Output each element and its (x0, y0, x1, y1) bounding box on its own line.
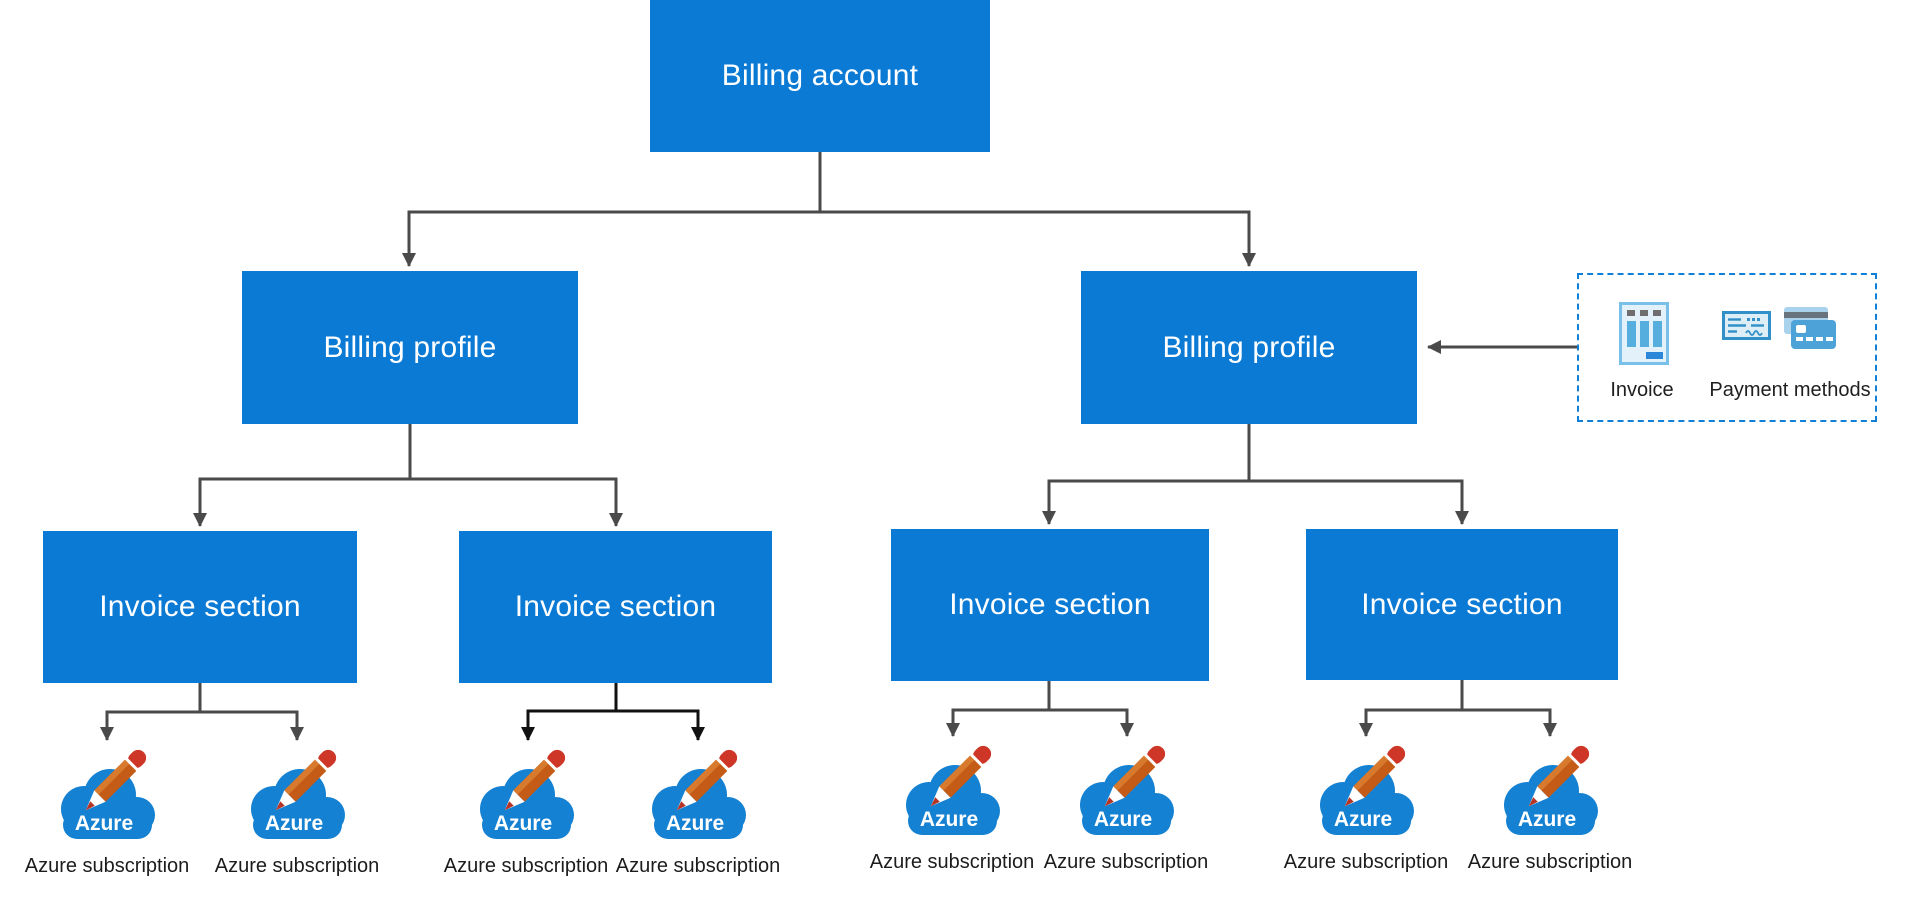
azure-subscription-label-3: Azure subscription (443, 855, 609, 877)
billing-profile-box-1: Billing profile (242, 271, 578, 424)
azure-logo-text: Azure (493, 812, 553, 835)
black-connectors (521, 683, 705, 741)
invoice-section-box-1: Invoice section (43, 531, 357, 683)
billing-profile-label: Billing profile (323, 330, 497, 364)
payment-methods-label: Payment methods (1709, 379, 1871, 401)
azure-logo-text: Azure (74, 812, 134, 835)
azure-logo-text: Azure (1333, 808, 1393, 831)
azure-logo-text: Azure (1093, 808, 1153, 831)
billing-profile-box-2: Billing profile (1081, 271, 1417, 424)
billing-account-box: Billing account (650, 0, 990, 152)
azure-subscription-icon-8: Azure (1497, 745, 1603, 839)
azure-subscription-icon-6: Azure (1073, 745, 1179, 839)
credit-card-icon (1784, 307, 1836, 349)
azure-logo-text: Azure (665, 812, 725, 835)
invoice-section-box-3: Invoice section (891, 529, 1209, 681)
invoice-icon (1619, 302, 1669, 365)
legend-box: Invoice Payment methods (1577, 273, 1877, 422)
azure-subscription-label-5: Azure subscription (869, 851, 1035, 873)
azure-subscription-icon-3: Azure (473, 749, 579, 843)
invoice-section-box-2: Invoice section (459, 531, 772, 683)
azure-subscription-label-8: Azure subscription (1467, 851, 1633, 873)
azure-logo-text: Azure (264, 812, 324, 835)
azure-subscription-label-1: Azure subscription (24, 855, 190, 877)
invoice-section-box-4: Invoice section (1306, 529, 1618, 680)
azure-subscription-label-2: Azure subscription (214, 855, 380, 877)
azure-logo-text: Azure (919, 808, 979, 831)
invoice-section-label: Invoice section (1361, 587, 1563, 621)
invoice-section-label: Invoice section (99, 590, 301, 623)
azure-logo-text: Azure (1517, 808, 1577, 831)
gray-connectors (100, 152, 1577, 741)
azure-subscription-label-4: Azure subscription (615, 855, 781, 877)
invoice-section-label: Invoice section (514, 590, 717, 623)
azure-subscription-label-7: Azure subscription (1283, 851, 1449, 873)
azure-subscription-icon-5: Azure (899, 745, 1005, 839)
azure-subscription-icon-2: Azure (244, 749, 350, 843)
azure-subscription-icon-1: Azure (54, 749, 160, 843)
check-payment-icon (1722, 311, 1771, 340)
invoice-label: Invoice (1610, 379, 1674, 401)
billing-account-label: Billing account (721, 59, 919, 92)
azure-subscription-icon-7: Azure (1313, 745, 1419, 839)
azure-subscription-icon-4: Azure (645, 749, 751, 843)
billing-profile-label: Billing profile (1162, 330, 1336, 364)
azure-subscription-label-6: Azure subscription (1043, 851, 1209, 873)
invoice-section-label: Invoice section (949, 588, 1151, 621)
